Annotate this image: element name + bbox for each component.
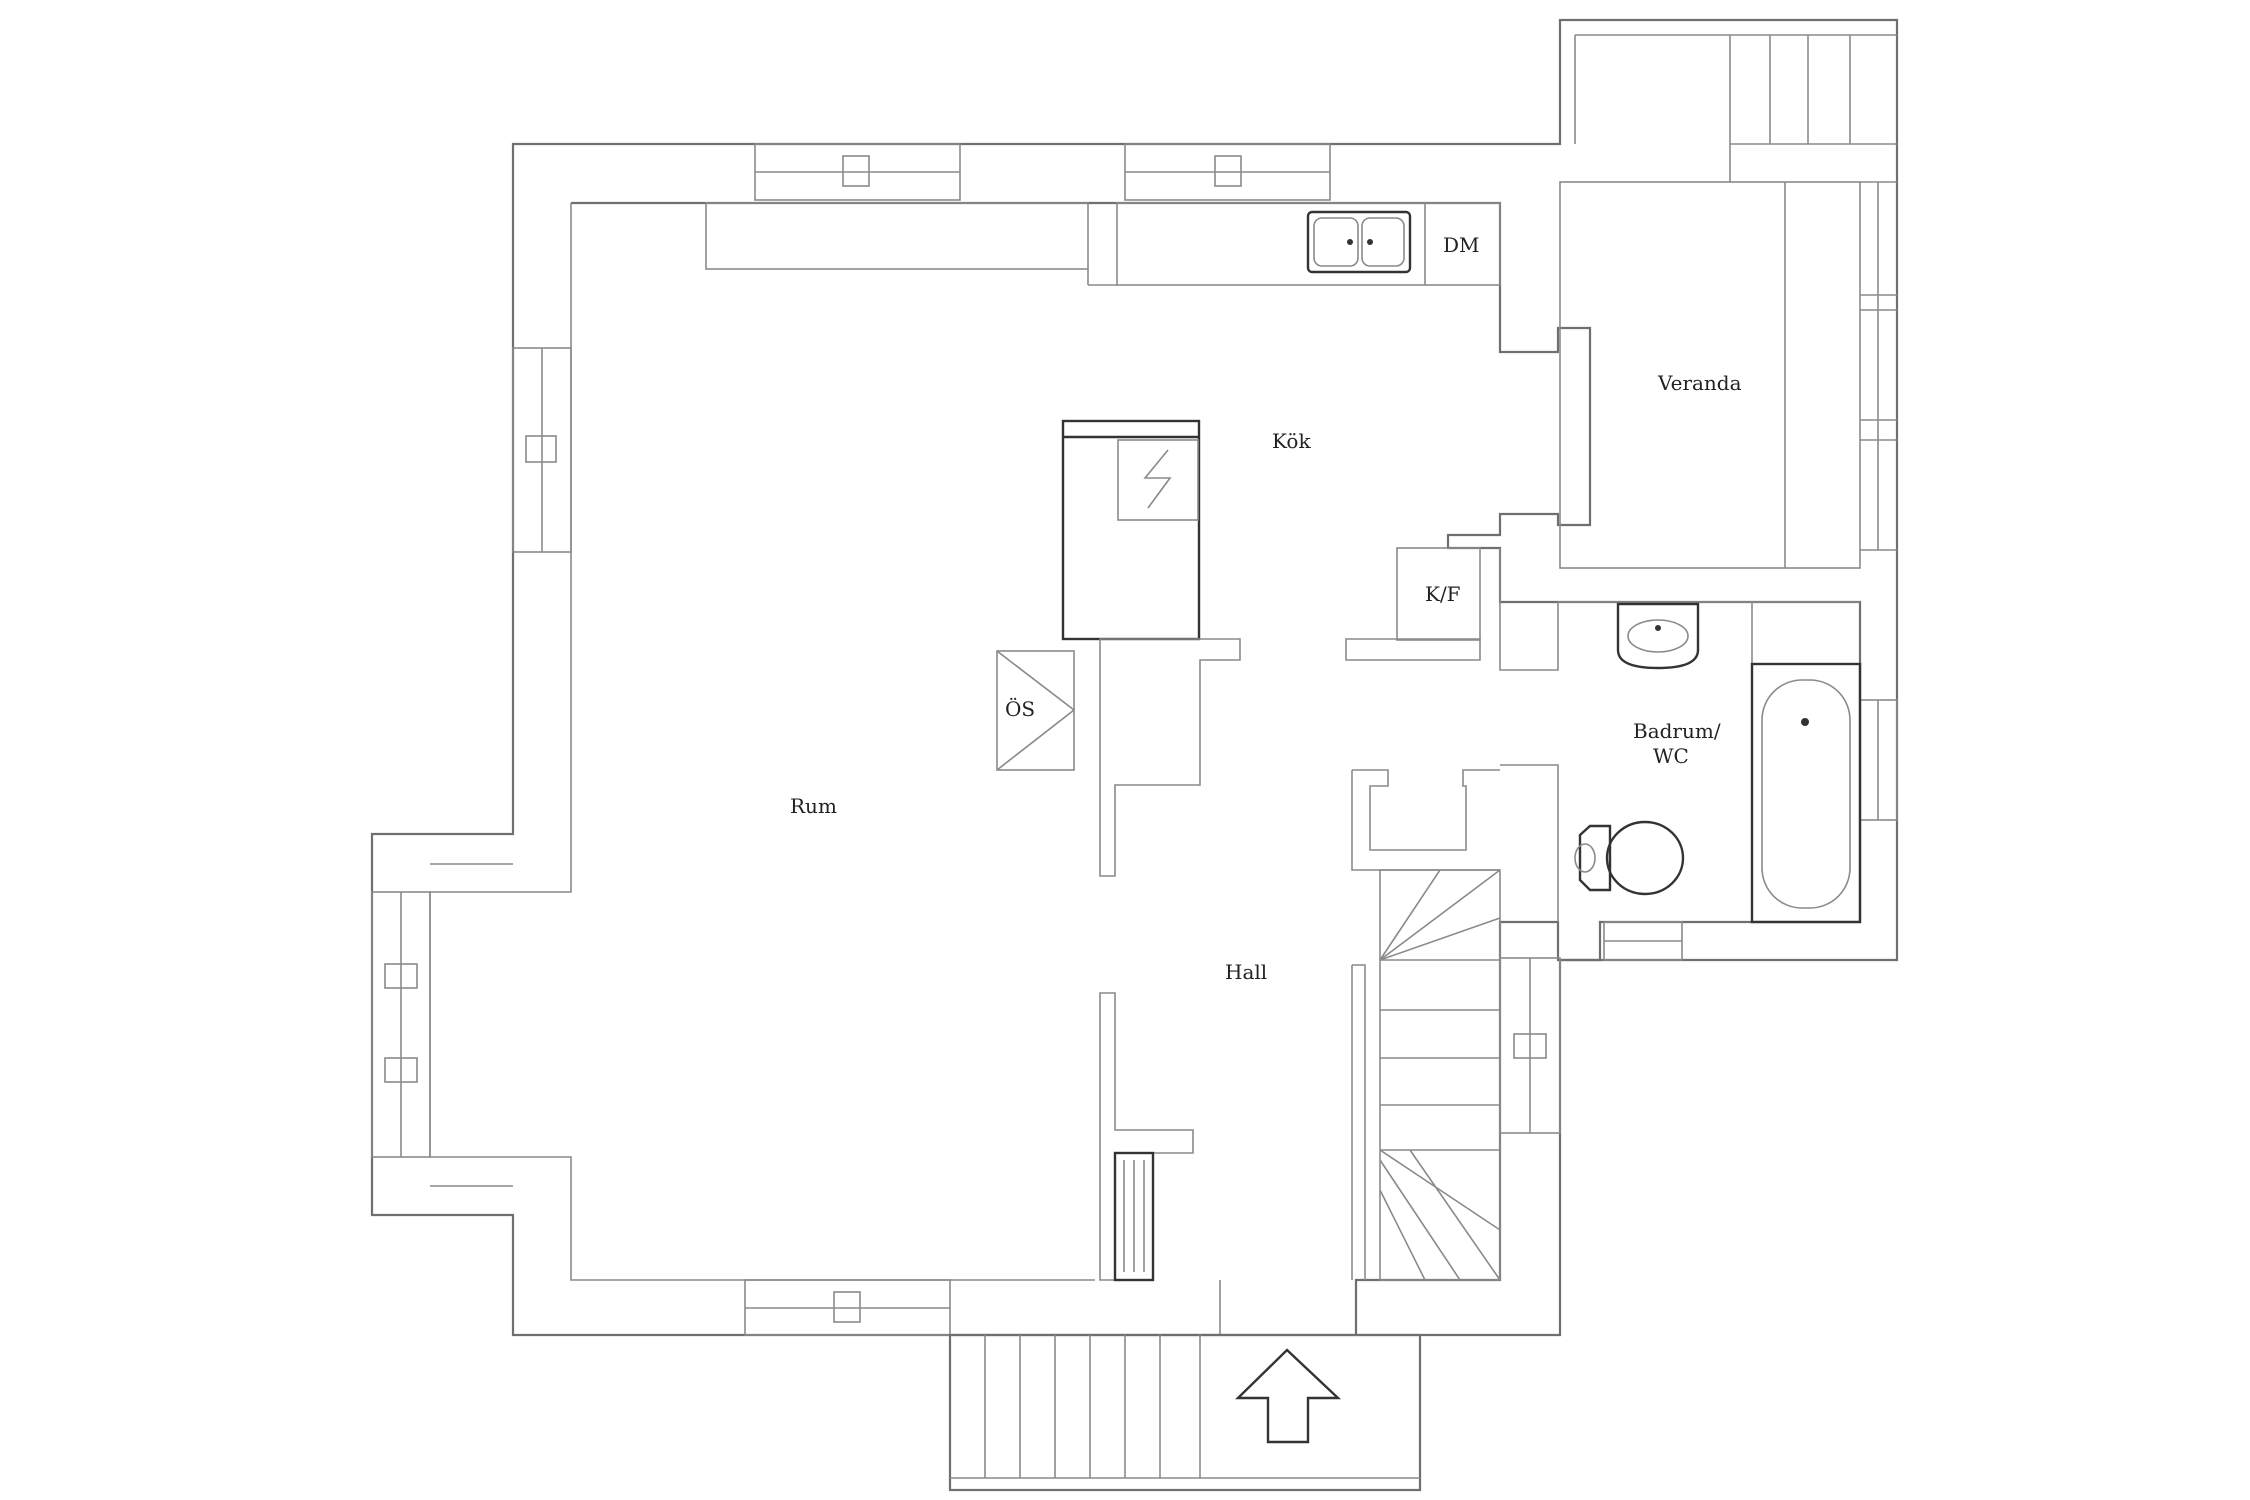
oven	[996, 650, 1076, 771]
room-label-dm: DM	[1443, 233, 1480, 257]
kitchen-counters	[705, 202, 1501, 286]
room-label-kok: Kök	[1272, 429, 1311, 453]
room-labels: Rum Kök Hall Veranda Badrum/ WC DM K/F Ö…	[790, 233, 1742, 984]
staircase	[1379, 869, 1501, 1281]
room-label-rum: Rum	[790, 794, 837, 818]
room-label-wc: WC	[1653, 744, 1689, 768]
radiator	[1113, 1151, 1155, 1282]
room-label-kf: K/F	[1425, 582, 1461, 606]
room-label-veranda: Veranda	[1657, 371, 1742, 395]
entrance-arrow-icon	[1235, 1348, 1342, 1444]
room-label-badrum: Badrum/	[1633, 719, 1721, 743]
bathroom-fixtures	[1558, 601, 1862, 924]
interior-walls	[1099, 548, 1559, 1281]
fridge-freezer	[1396, 547, 1481, 641]
outer-walls	[370, 18, 1899, 1337]
room-label-hall: Hall	[1225, 960, 1267, 984]
veranda-structure	[1559, 34, 1897, 569]
kitchen-sink	[1306, 210, 1412, 274]
room-label-os: ÖS	[1005, 696, 1035, 721]
entrance-deck	[948, 1333, 1422, 1492]
stove	[1061, 419, 1201, 641]
